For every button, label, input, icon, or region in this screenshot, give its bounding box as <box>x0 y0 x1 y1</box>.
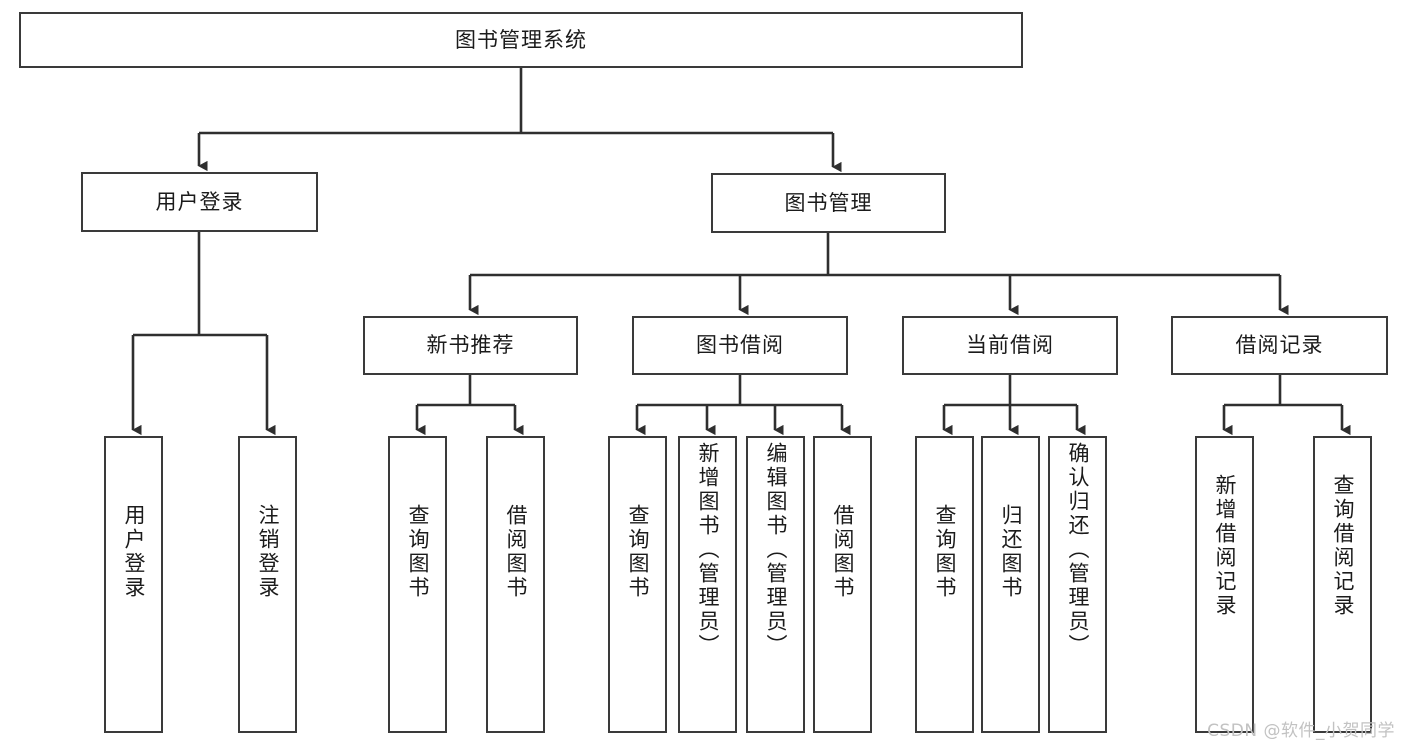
watermark-text: CSDN @软件_小贺同学 <box>1207 721 1395 741</box>
leaf-new-book-borrow[interactable]: 借阅图书 <box>486 436 545 733</box>
leaf-book-borrow-query[interactable]: 查询图书 <box>608 436 667 733</box>
node-book-borrow[interactable]: 图书借阅 <box>632 316 848 375</box>
node-label: 查询图书 <box>406 504 430 600</box>
node-label: 查询图书 <box>933 504 957 600</box>
node-label: 编辑图书（管理员） <box>764 442 788 658</box>
leaf-borrow-record-add[interactable]: 新增借阅记录 <box>1195 436 1254 733</box>
node-label: 借阅图书 <box>831 504 855 600</box>
leaf-user-login-login[interactable]: 用户登录 <box>104 436 163 733</box>
node-borrow-record[interactable]: 借阅记录 <box>1171 316 1388 375</box>
node-label: 借阅图书 <box>504 504 528 600</box>
node-label: 借阅记录 <box>1235 333 1324 358</box>
node-root-system[interactable]: 图书管理系统 <box>19 12 1023 68</box>
node-label: 当前借阅 <box>966 333 1054 358</box>
node-label: 确认归还（管理员） <box>1066 442 1090 658</box>
leaf-current-borrow-confirm[interactable]: 确认归还（管理员） <box>1048 436 1107 733</box>
node-label: 图书借阅 <box>696 333 784 358</box>
node-user-login[interactable]: 用户登录 <box>81 172 318 232</box>
node-label: 新增借阅记录 <box>1213 474 1237 618</box>
leaf-user-login-logout[interactable]: 注销登录 <box>238 436 297 733</box>
node-new-book-recommend[interactable]: 新书推荐 <box>363 316 578 375</box>
leaf-book-borrow-add[interactable]: 新增图书（管理员） <box>678 436 737 733</box>
leaf-current-borrow-query[interactable]: 查询图书 <box>915 436 974 733</box>
node-label: 查询借阅记录 <box>1331 474 1355 618</box>
node-label: 查询图书 <box>626 504 650 600</box>
node-label: 用户登录 <box>122 504 146 600</box>
leaf-book-borrow-borrow[interactable]: 借阅图书 <box>813 436 872 733</box>
leaf-borrow-record-query[interactable]: 查询借阅记录 <box>1313 436 1372 733</box>
leaf-new-book-query[interactable]: 查询图书 <box>388 436 447 733</box>
node-label: 用户登录 <box>155 189 244 214</box>
node-label: 图书管理 <box>784 190 873 215</box>
leaf-current-borrow-return[interactable]: 归还图书 <box>981 436 1040 733</box>
node-label: 新增图书（管理员） <box>696 442 720 658</box>
node-label: 归还图书 <box>999 504 1023 600</box>
leaf-book-borrow-edit[interactable]: 编辑图书（管理员） <box>746 436 805 733</box>
node-label: 新书推荐 <box>426 333 515 358</box>
node-book-management[interactable]: 图书管理 <box>711 173 946 233</box>
node-label: 图书管理系统 <box>455 27 587 52</box>
node-current-borrow[interactable]: 当前借阅 <box>902 316 1118 375</box>
node-label: 注销登录 <box>256 504 280 600</box>
